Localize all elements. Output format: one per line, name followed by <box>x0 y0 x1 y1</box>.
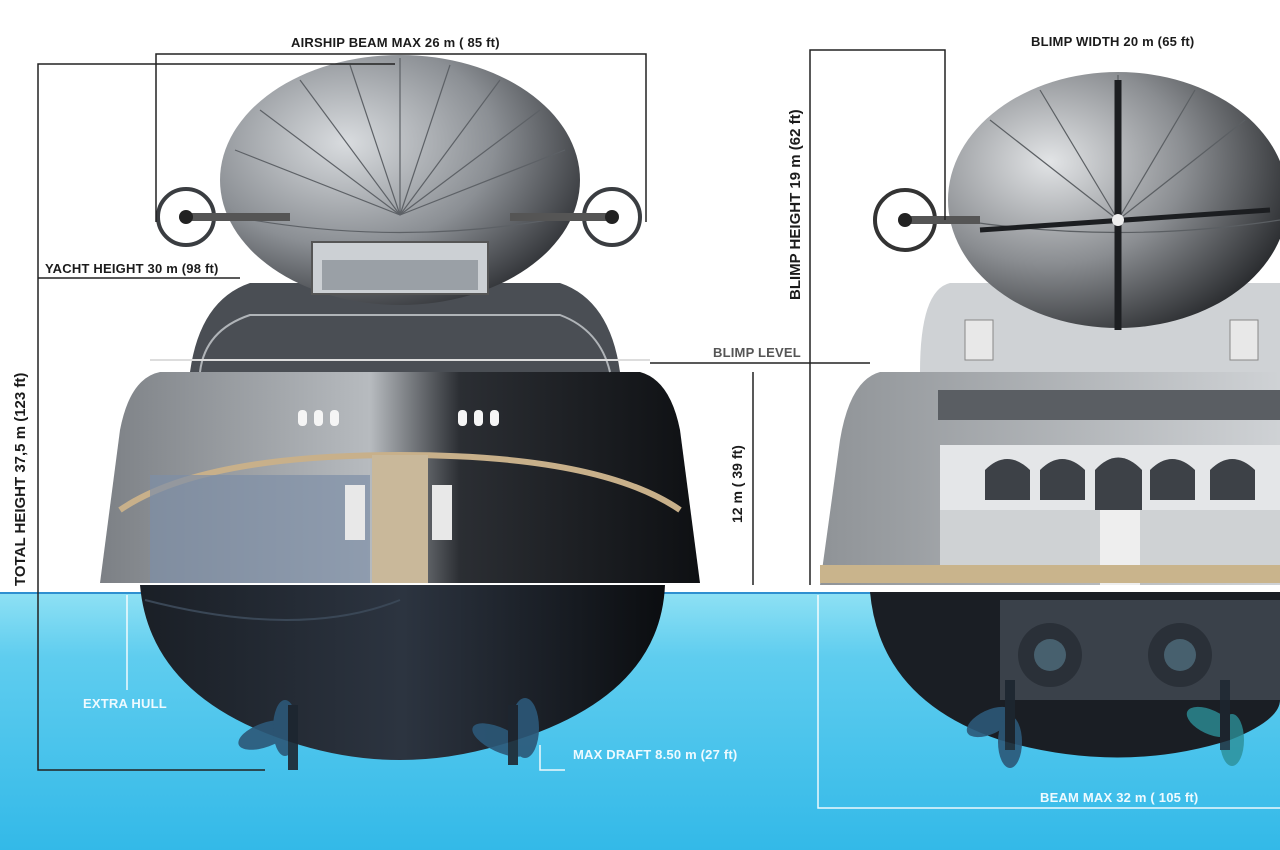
label-airship-beam: AIRSHIP BEAM MAX 26 m ( 85 ft) <box>291 35 500 50</box>
propeller-right <box>472 698 539 765</box>
yacht-side-view <box>820 72 1280 768</box>
propeller-left <box>238 700 298 770</box>
propeller-side-right <box>1186 680 1244 766</box>
label-blimp-level: BLIMP LEVEL <box>713 345 801 360</box>
label-total-height: TOTAL HEIGHT 37,5 m (123 ft) <box>12 372 29 586</box>
label-twelve-m: 12 m ( 39 ft) <box>729 445 745 523</box>
label-max-draft: MAX DRAFT 8.50 m (27 ft) <box>573 747 738 762</box>
label-blimp-width: BLIMP WIDTH 20 m (65 ft) <box>1031 34 1195 49</box>
label-beam-max: BEAM MAX 32 m ( 105 ft) <box>1040 790 1199 805</box>
yacht-front-view <box>100 55 700 770</box>
dimension-lines <box>37 49 946 771</box>
label-yacht-height: YACHT HEIGHT 30 m (98 ft) <box>45 261 219 276</box>
label-blimp-height: BLIMP HEIGHT 19 m (62 ft) <box>787 109 804 300</box>
propeller-side-left <box>966 680 1022 768</box>
label-extra-hull: EXTRA HULL <box>83 696 167 711</box>
blimp-sphere-side <box>948 72 1280 328</box>
